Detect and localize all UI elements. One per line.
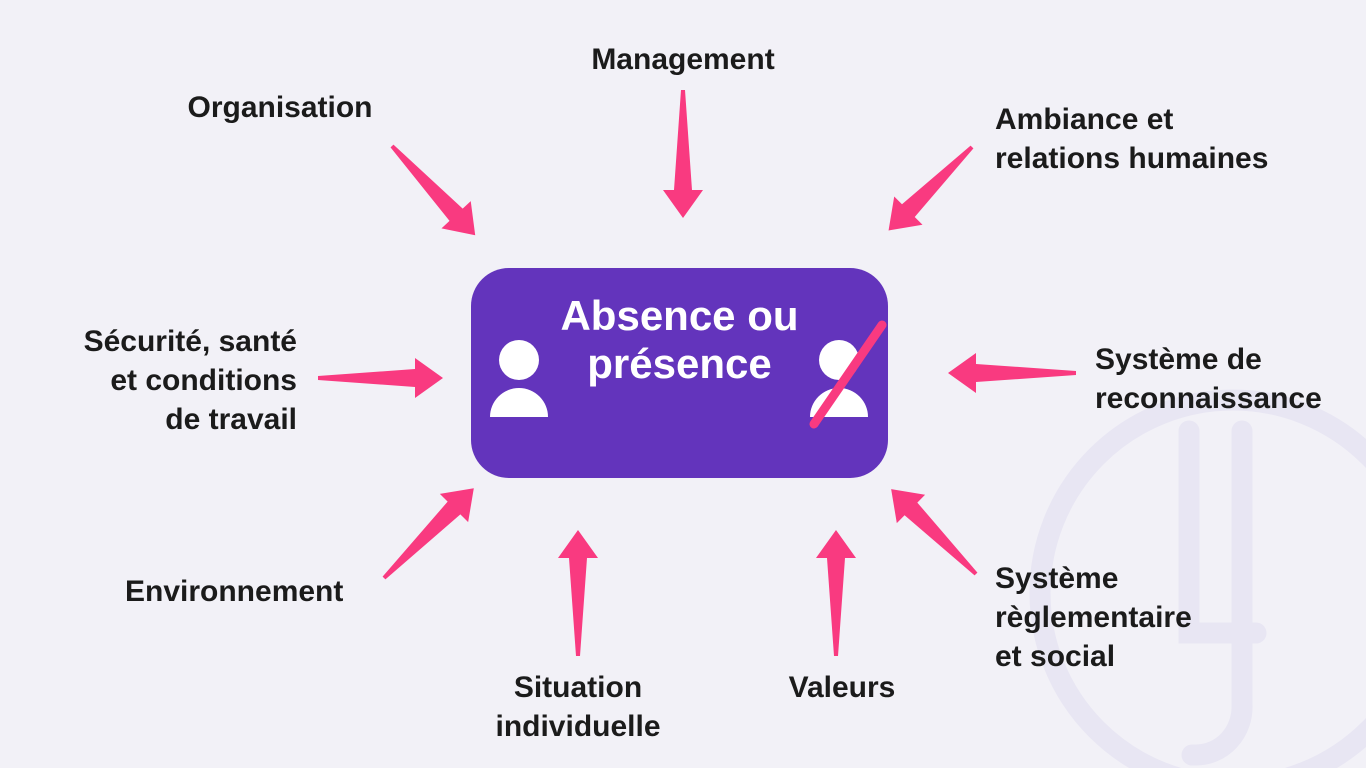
factor-label-ambiance: Ambiance et relations humaines bbox=[995, 100, 1268, 178]
center-title-line: ou bbox=[747, 292, 799, 339]
label-line: Situation bbox=[513, 671, 643, 704]
center-title-line: Absence bbox=[560, 292, 736, 339]
arrow-environnement bbox=[382, 488, 474, 580]
center-title-line: présence bbox=[587, 340, 772, 387]
label-line: relations humaines bbox=[995, 142, 1269, 175]
label-line: de travail bbox=[165, 403, 297, 436]
label-line: et social bbox=[995, 640, 1116, 673]
person-icon bbox=[490, 340, 548, 417]
label-line: Ambiance et bbox=[995, 103, 1174, 136]
slash-line bbox=[809, 320, 887, 429]
factor-label-securite: Sécurité, santé et conditions de travail bbox=[40, 322, 297, 439]
arrow-reconnaissance bbox=[948, 353, 1076, 393]
arrow-group bbox=[318, 90, 1076, 656]
factor-label-reglementaire: Système règlementaire et social bbox=[995, 559, 1192, 676]
label-line: Sécurité, santé bbox=[83, 325, 297, 358]
factor-label-environnement: Environnement bbox=[125, 572, 343, 611]
arrow-securite bbox=[318, 358, 443, 398]
label-line: et conditions bbox=[110, 364, 297, 397]
label-line: reconnaissance bbox=[1095, 382, 1322, 415]
arrow-reglementaire bbox=[891, 489, 978, 576]
arrow-organisation bbox=[390, 144, 476, 236]
center-title: Absence ou présence bbox=[471, 292, 888, 388]
factor-label-reconnaissance: Système de reconnaissance bbox=[1095, 340, 1322, 418]
arrow-ambiance bbox=[888, 145, 974, 231]
label-line: Valeurs bbox=[788, 671, 896, 704]
arrow-valeurs bbox=[816, 530, 856, 656]
label-line: individuelle bbox=[495, 710, 661, 743]
label-line: règlementaire bbox=[995, 601, 1192, 634]
factor-label-situation: Situation individuelle bbox=[495, 668, 660, 746]
arrow-situation bbox=[558, 530, 598, 656]
factor-label-valeurs: Valeurs bbox=[789, 668, 896, 707]
label-line: Organisation bbox=[187, 91, 373, 124]
factor-label-organisation: Organisation bbox=[187, 88, 372, 127]
label-line: Management bbox=[591, 43, 775, 76]
watermark-logo bbox=[1029, 389, 1366, 768]
center-box: Absence ou présence bbox=[471, 268, 888, 478]
label-line: Système bbox=[995, 562, 1119, 595]
label-line: Système de bbox=[1095, 343, 1262, 376]
arrow-management bbox=[663, 90, 703, 218]
label-line: Environnement bbox=[125, 575, 344, 608]
person-slash-icon bbox=[809, 320, 887, 429]
factor-label-management: Management bbox=[591, 40, 774, 79]
